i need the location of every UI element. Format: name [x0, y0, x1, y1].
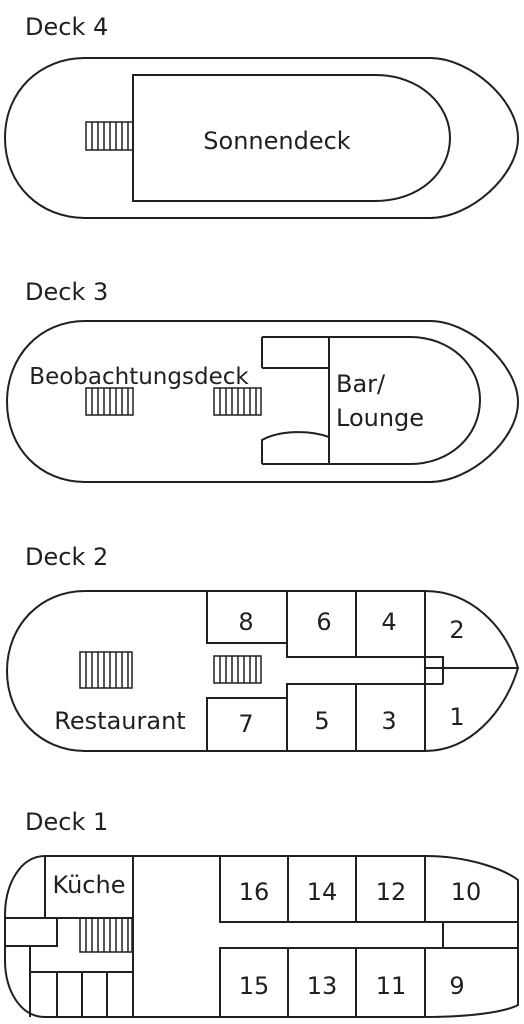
deck-3-stairs-left [85, 387, 134, 416]
cabin-label: 12 [376, 878, 407, 906]
cabin-label: 16 [239, 878, 270, 906]
restaurant-label: Restaurant [54, 707, 185, 735]
deck-3-stairs-right [213, 387, 262, 416]
deck-4-hull [3, 57, 520, 219]
cabin-label: 13 [307, 972, 338, 1000]
cabin-label: 1 [449, 703, 464, 731]
deck-1-bottom-cabins [219, 947, 518, 1017]
deck-1-stairs [79, 917, 133, 953]
cabin-label: 6 [316, 608, 331, 636]
deck-2-top-cabins [206, 591, 518, 751]
cabin-label: 15 [239, 972, 270, 1000]
cabin-label: 5 [314, 707, 329, 735]
cabin-label: 8 [238, 608, 253, 636]
deck-2-stairs-left [79, 651, 133, 689]
deck-1-title: Deck 1 [25, 808, 108, 836]
cabin-label: 2 [449, 616, 464, 644]
cabin-label: 10 [451, 878, 482, 906]
galley-storage [5, 917, 133, 1017]
sun-deck-label: Sonnendeck [203, 127, 351, 155]
bar-label-line2: Lounge [336, 404, 424, 432]
deck-2-stairs-right [213, 655, 262, 684]
deck-2-title: Deck 2 [25, 543, 108, 571]
cabin-label: 4 [381, 608, 396, 636]
sun-deck-area [132, 74, 452, 202]
bar-lounge-area [328, 336, 482, 465]
deck-1-top-cabins [219, 856, 518, 948]
cabin-label: 11 [376, 972, 407, 1000]
deck-2-bottom-cabins [206, 683, 443, 751]
deck-4-title: Deck 4 [25, 13, 108, 41]
deck-3-title: Deck 3 [25, 278, 108, 306]
deck-3-partition [261, 336, 330, 464]
observation-deck-label: Beobachtungsdeck [29, 364, 249, 390]
bar-label-line1: Bar/ [336, 370, 386, 398]
deck-4-stairs [85, 121, 134, 151]
cabin-label: 9 [449, 972, 464, 1000]
cabin-label: 3 [381, 707, 396, 735]
kitchen-label: Küche [53, 871, 126, 899]
deck-3-hull [5, 320, 520, 483]
deck-3-curved-counter [261, 431, 330, 464]
cabin-label: 7 [238, 710, 253, 738]
cabin-label: 14 [307, 878, 338, 906]
